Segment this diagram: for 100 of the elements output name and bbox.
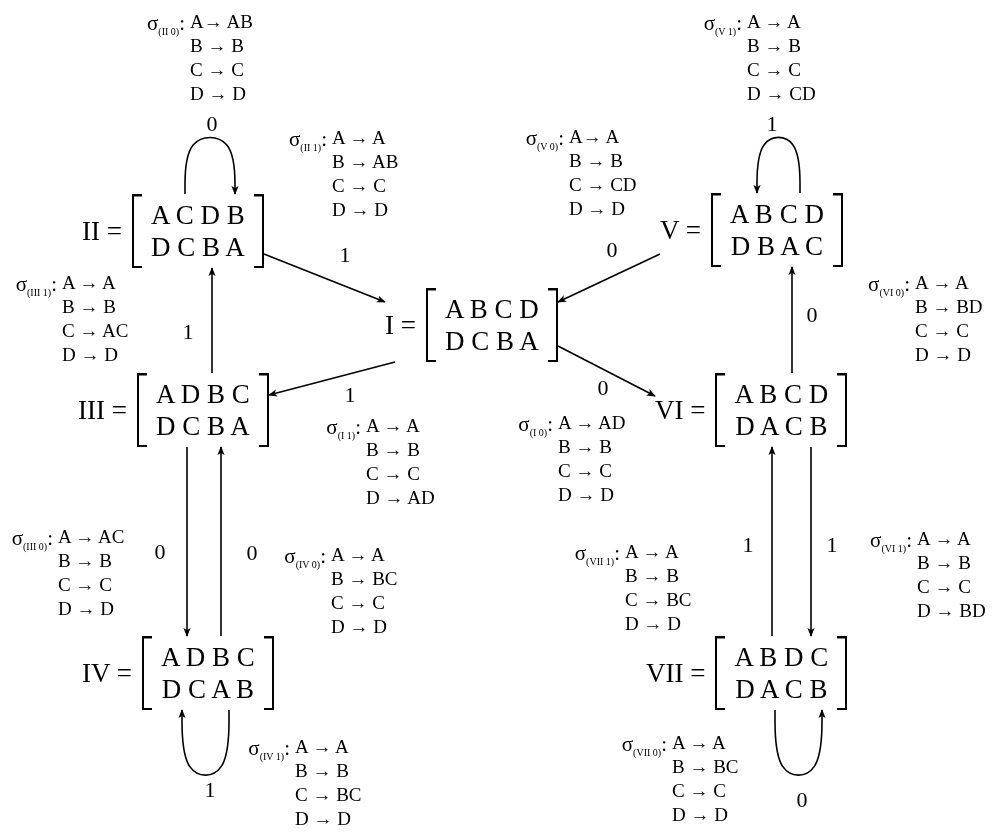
map-symbol: σ$_{(I 1)}$: bbox=[326, 416, 361, 444]
state-node bbox=[82, 194, 264, 268]
substitution-rule: B → BD bbox=[915, 296, 983, 318]
map-symbol: σ$_{(IV 1)}$: bbox=[248, 737, 290, 765]
state-node bbox=[655, 373, 848, 447]
loop-arrow bbox=[753, 136, 801, 194]
substitution-rule: B → B bbox=[625, 565, 679, 587]
map-symbol: σ$_{(VI 1)}$: bbox=[870, 529, 912, 557]
arrow bbox=[263, 253, 386, 303]
substitution-rule: C → C bbox=[190, 59, 244, 81]
substitution-rule: D → D bbox=[331, 616, 387, 638]
substitution-rule: A → A bbox=[295, 736, 349, 758]
substitution-rule: A → AC bbox=[58, 526, 125, 548]
map-symbol: σ$_{(V 1)}$: bbox=[703, 12, 742, 40]
matrix-row: D A C B bbox=[735, 673, 828, 705]
substitution-rule: C → C bbox=[672, 780, 726, 802]
substitution-rule: C → BC bbox=[625, 589, 692, 611]
substitution-rule: C → C bbox=[366, 463, 420, 485]
state-node bbox=[385, 288, 558, 362]
substitution-rule: B → AB bbox=[332, 151, 399, 173]
state-node bbox=[82, 636, 274, 710]
substitution-rule: A → A bbox=[672, 732, 726, 754]
substitution-rule: D → D bbox=[332, 199, 388, 221]
substitution-rule: B → B bbox=[917, 552, 971, 574]
state-name: VII = bbox=[646, 657, 706, 689]
substitution-rule: C → C bbox=[332, 175, 386, 197]
state-node bbox=[646, 636, 848, 710]
substitution-rule: B → B bbox=[366, 439, 420, 461]
matrix-row: A B D C bbox=[734, 641, 829, 673]
map-symbol: σ$_{(II 0)}$: bbox=[147, 12, 185, 40]
substitution-rule: D → D bbox=[569, 198, 625, 220]
map-symbol: σ$_{(VII 0)}$: bbox=[621, 733, 667, 761]
substitution-rule: D → D bbox=[625, 613, 681, 635]
substitution-rule: B → BC bbox=[672, 756, 739, 778]
substitution-rule: B → B bbox=[558, 436, 612, 458]
matrix-row: A D B C bbox=[161, 641, 255, 673]
substitution-rule: A → A bbox=[915, 272, 969, 294]
substitution-rule: D → D bbox=[62, 344, 118, 366]
substitution-rule: C → CD bbox=[569, 174, 637, 196]
substitution-rule: B → B bbox=[62, 296, 116, 318]
substitution-rule: B → BC bbox=[331, 568, 398, 590]
matrix-row: D C A B bbox=[161, 673, 255, 705]
substitution-rule: B → B bbox=[747, 35, 801, 57]
substitution-rule: D → D bbox=[672, 804, 728, 826]
substitution-rule: A→ A bbox=[569, 126, 620, 148]
matrix-row: A B C D bbox=[445, 293, 539, 325]
substitution-rule: C → C bbox=[58, 574, 112, 596]
substitution-rule: D → D bbox=[558, 484, 614, 506]
matrix-row: D C B A bbox=[156, 410, 250, 442]
substitution-rule: C → C bbox=[915, 320, 969, 342]
substitution-rule: A → A bbox=[747, 11, 801, 33]
map-symbol: σ$_{(III 0)}$: bbox=[11, 527, 53, 555]
arrow bbox=[768, 446, 776, 637]
substitution-rule: C → C bbox=[747, 59, 801, 81]
map-symbol: σ$_{(V 0)}$: bbox=[525, 127, 564, 155]
substitution-rule: D → D bbox=[915, 344, 971, 366]
substitution-rule: C → AC bbox=[62, 320, 129, 342]
loop-arrow bbox=[178, 709, 230, 776]
arrow bbox=[788, 266, 796, 374]
substitution-rule: D → D bbox=[295, 808, 351, 830]
substitution-rule: D → CD bbox=[747, 83, 816, 105]
arrow bbox=[807, 446, 815, 637]
map-symbol: σ$_{(VI 0)}$: bbox=[868, 273, 910, 301]
substitution-rule: B → B bbox=[569, 150, 623, 172]
arrow bbox=[557, 253, 661, 303]
substitution-rule: C → BC bbox=[295, 784, 362, 806]
matrix-row: A B C D bbox=[734, 378, 829, 410]
substitution-rule: A→ AB bbox=[190, 11, 253, 33]
state-node bbox=[660, 193, 843, 267]
map-symbol: σ$_{(IV 0)}$: bbox=[284, 545, 326, 573]
substitution-rule: D → BD bbox=[917, 600, 986, 622]
matrix-row: A B C D bbox=[730, 198, 824, 230]
substitution-rule: C → C bbox=[558, 460, 612, 482]
substitution-rule: B → B bbox=[295, 760, 349, 782]
substitution-rule: B → B bbox=[190, 35, 244, 57]
matrix-row: A C D B bbox=[151, 199, 245, 231]
arrow bbox=[208, 267, 216, 374]
substitution-rule: A → AD bbox=[558, 412, 626, 434]
substitution-rule: A → A bbox=[331, 544, 385, 566]
matrix-row: D A C B bbox=[735, 410, 828, 442]
substitution-rule: A → A bbox=[625, 541, 679, 563]
state-name: I = bbox=[385, 309, 416, 341]
arrow bbox=[217, 446, 225, 637]
state-name: II = bbox=[82, 215, 122, 247]
substitution-rule: A → A bbox=[366, 415, 420, 437]
substitution-rule: A → A bbox=[917, 528, 971, 550]
substitution-rule: D → D bbox=[190, 83, 246, 105]
loop-arrow bbox=[774, 709, 826, 776]
arrow bbox=[183, 446, 191, 637]
map-symbol: σ$_{(II 1)}$: bbox=[289, 128, 327, 156]
state-name: IV = bbox=[82, 657, 132, 689]
matrix-row: A D B C bbox=[156, 378, 250, 410]
state-name: III = bbox=[78, 394, 127, 426]
substitution-rule: B → B bbox=[58, 550, 112, 572]
matrix-row: D B A C bbox=[730, 230, 824, 262]
state-node bbox=[78, 373, 269, 447]
substitution-rule: A → A bbox=[332, 127, 386, 149]
substitution-rule: C → C bbox=[331, 592, 385, 614]
arrow bbox=[557, 345, 656, 397]
map-symbol: σ$_{(I 0)}$: bbox=[518, 413, 553, 441]
